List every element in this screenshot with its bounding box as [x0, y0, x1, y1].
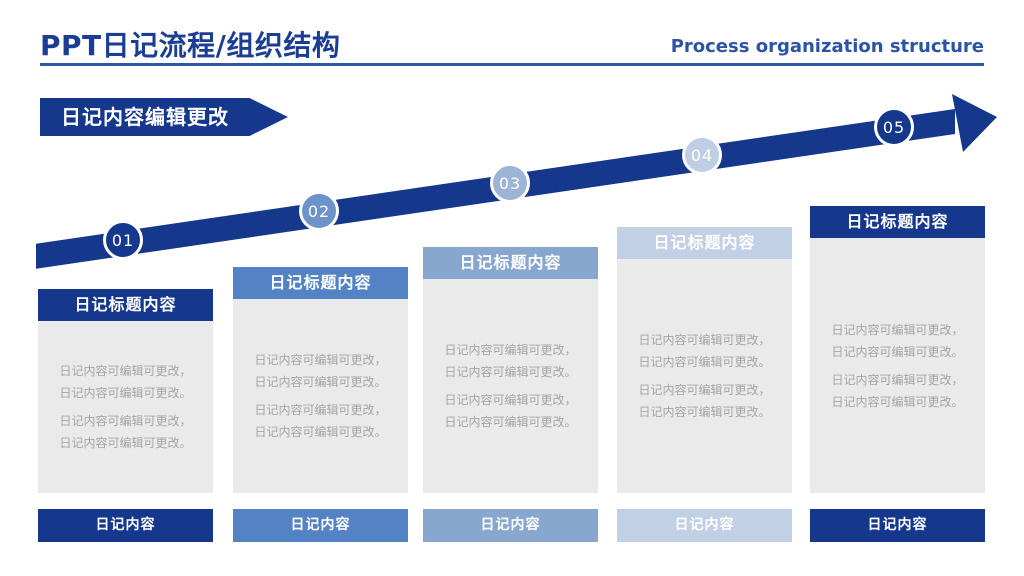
body-line: 日记内容可编辑可更改。: [254, 375, 387, 389]
body-line: 日记内容可编辑可更改，: [59, 364, 192, 378]
step-card-footer: 日记内容: [233, 509, 408, 542]
body-line: 日记内容可编辑可更改，: [638, 383, 771, 397]
body-line: 日记内容可编辑可更改，: [254, 403, 387, 417]
step-circle-04: 04: [682, 135, 722, 175]
body-paragraph: 日记内容可编辑可更改， 日记内容可编辑可更改。: [444, 339, 576, 383]
process-arrow-head: [952, 94, 997, 152]
step-card-body: 日记内容可编辑可更改， 日记内容可编辑可更改。 日记内容可编辑可更改， 日记内容…: [423, 279, 598, 493]
body-paragraph: 日记内容可编辑可更改， 日记内容可编辑可更改。: [59, 360, 191, 404]
step-card-title: 日记标题内容: [810, 206, 985, 238]
page-subtitle: Process organization structure: [670, 36, 984, 57]
step-card-title: 日记标题内容: [233, 267, 408, 299]
body-line: 日记内容可编辑可更改。: [831, 394, 964, 409]
step-card-body: 日记内容可编辑可更改， 日记内容可编辑可更改。 日记内容可编辑可更改， 日记内容…: [810, 238, 985, 493]
step-card-title: 日记标题内容: [617, 227, 792, 259]
body-paragraph: 日记内容可编辑可更改， 日记内容可编辑可更改。: [59, 410, 191, 454]
step-card-footer: 日记内容: [617, 509, 792, 542]
body-line: 日记内容可编辑可更改，: [59, 414, 192, 428]
step-card-body: 日记内容可编辑可更改， 日记内容可编辑可更改。 日记内容可编辑可更改， 日记内容…: [617, 259, 792, 493]
step-card-footer: 日记内容: [810, 509, 985, 542]
step-card-2: 日记标题内容 日记内容可编辑可更改， 日记内容可编辑可更改。 日记内容可编辑可更…: [233, 267, 408, 542]
step-card-footer: 日记内容: [423, 509, 598, 542]
body-paragraph: 日记内容可编辑可更改， 日记内容可编辑可更改。: [638, 329, 770, 373]
body-line: 日记内容可编辑可更改。: [59, 436, 192, 450]
body-line: 日记内容可编辑可更改，: [831, 372, 964, 387]
body-line: 日记内容可编辑可更改。: [254, 425, 387, 439]
step-circle-01: 01: [103, 220, 143, 260]
page-title: PPT日记流程/组织结构: [40, 29, 341, 62]
body-line: 日记内容可编辑可更改。: [444, 365, 577, 379]
body-paragraph: 日记内容可编辑可更改， 日记内容可编辑可更改。: [254, 349, 386, 393]
step-card-body: 日记内容可编辑可更改， 日记内容可编辑可更改。 日记内容可编辑可更改， 日记内容…: [38, 321, 213, 493]
step-circle-03: 03: [490, 163, 530, 203]
header-divider: [40, 63, 984, 66]
step-card-3: 日记标题内容 日记内容可编辑可更改， 日记内容可编辑可更改。 日记内容可编辑可更…: [423, 247, 598, 542]
section-ribbon: 日记内容编辑更改: [40, 98, 288, 136]
body-line: 日记内容可编辑可更改。: [444, 415, 577, 429]
step-card-4: 日记标题内容 日记内容可编辑可更改， 日记内容可编辑可更改。 日记内容可编辑可更…: [617, 227, 792, 542]
step-card-body: 日记内容可编辑可更改， 日记内容可编辑可更改。 日记内容可编辑可更改， 日记内容…: [233, 299, 408, 493]
body-line: 日记内容可编辑可更改，: [444, 393, 577, 407]
step-card-1: 日记标题内容 日记内容可编辑可更改， 日记内容可编辑可更改。 日记内容可编辑可更…: [38, 289, 213, 542]
step-card-5: 日记标题内容 日记内容可编辑可更改， 日记内容可编辑可更改。 日记内容可编辑可更…: [810, 206, 985, 542]
body-paragraph: 日记内容可编辑可更改， 日记内容可编辑可更改。: [831, 319, 963, 363]
body-line: 日记内容可编辑可更改，: [444, 343, 577, 357]
body-line: 日记内容可编辑可更改，: [638, 333, 771, 347]
body-line: 日记内容可编辑可更改。: [638, 355, 771, 369]
body-line: 日记内容可编辑可更改。: [831, 344, 964, 359]
step-circle-02: 02: [299, 191, 339, 231]
body-line: 日记内容可编辑可更改，: [254, 353, 387, 367]
body-paragraph: 日记内容可编辑可更改， 日记内容可编辑可更改。: [638, 379, 770, 423]
step-card-footer: 日记内容: [38, 509, 213, 542]
body-line: 日记内容可编辑可更改。: [638, 405, 771, 419]
body-line: 日记内容可编辑可更改。: [59, 386, 192, 400]
step-circle-05: 05: [874, 107, 914, 147]
body-paragraph: 日记内容可编辑可更改， 日记内容可编辑可更改。: [444, 389, 576, 433]
body-paragraph: 日记内容可编辑可更改， 日记内容可编辑可更改。: [254, 399, 386, 443]
body-paragraph: 日记内容可编辑可更改， 日记内容可编辑可更改。: [831, 369, 963, 413]
step-card-title: 日记标题内容: [423, 247, 598, 279]
step-card-title: 日记标题内容: [38, 289, 213, 321]
body-line: 日记内容可编辑可更改，: [831, 322, 964, 337]
